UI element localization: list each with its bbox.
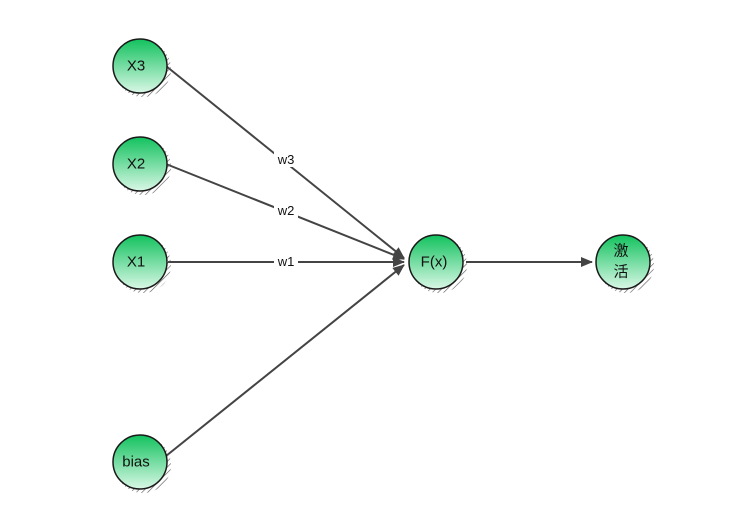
- node-x1: X1: [112, 234, 171, 293]
- node-x2: X2: [112, 136, 171, 195]
- node-activation-label-line2: 活: [613, 264, 628, 281]
- node-fx-label: F(x): [421, 254, 448, 271]
- edge-bias-to-fx: [165, 264, 405, 457]
- node-activation: 激 活: [595, 234, 654, 293]
- node-activation-label-line1: 激: [613, 243, 628, 260]
- edge-label-w1: w1: [277, 254, 295, 269]
- node-x2-label: X2: [127, 156, 145, 173]
- node-bias: bias: [112, 434, 171, 493]
- node-x1-label: X1: [127, 254, 145, 271]
- node-fx: F(x): [408, 234, 467, 293]
- edge-label-w3: w3: [277, 152, 295, 167]
- node-x3-label: X3: [127, 58, 145, 75]
- node-x3: X3: [112, 38, 171, 97]
- edge-label-w2: w2: [277, 203, 295, 218]
- node-bias-label: bias: [122, 454, 150, 471]
